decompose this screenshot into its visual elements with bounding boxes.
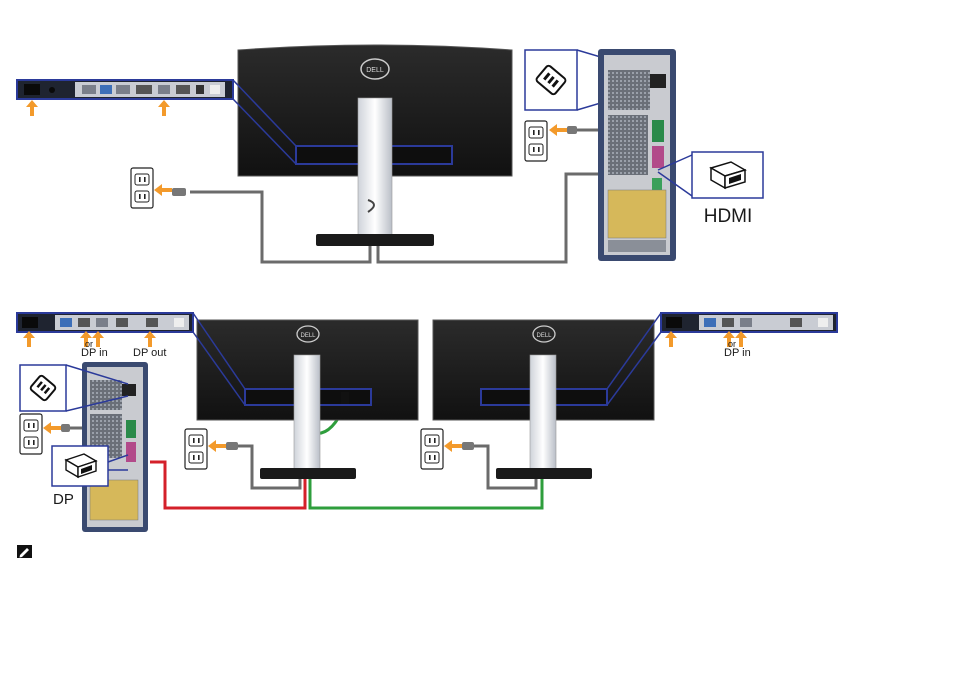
- monitor-2-right: DELL: [433, 313, 661, 479]
- hdmi-callout: HDMI: [692, 152, 763, 227]
- diagram-dual-monitor: or DP in DP out or DP in DELL: [17, 313, 837, 532]
- power-outlet-icon: [20, 414, 42, 454]
- power-outlet-icon: [525, 121, 547, 161]
- arrow-outlet-pc-2: [43, 422, 61, 434]
- monitor-stand: [358, 98, 392, 238]
- hdmi-label: HDMI: [704, 206, 753, 227]
- monitor-1: DELL: [233, 45, 512, 246]
- cable-power-monitor-1: [190, 192, 370, 262]
- dp-in-label-left: DP in: [81, 347, 108, 359]
- arrow-outlet-2b: [444, 440, 462, 452]
- svg-text:DELL: DELL: [300, 333, 316, 339]
- dp-in-label-right: DP in: [724, 347, 751, 359]
- arrow-outlet-pc-1: [549, 124, 567, 136]
- pc-tower-1: [598, 49, 692, 261]
- port-panel-strip-1: [17, 80, 233, 99]
- arrow-outlet-2a: [208, 440, 226, 452]
- cable-power-pc-1: [575, 110, 600, 130]
- arrow-power-port-3: [665, 331, 677, 347]
- power-outlet-icon: [421, 429, 443, 469]
- dp-label: DP: [53, 491, 74, 508]
- dp-out-label: DP out: [133, 347, 166, 359]
- cable-power-monitor-2a: [238, 432, 300, 488]
- arrow-hdmi-port-1: [158, 100, 170, 116]
- monitor-2-left: DELL: [193, 313, 418, 479]
- power-plug: [172, 188, 186, 196]
- port-panel-strip-2-right: [661, 313, 837, 332]
- arrow-dp-in-b: [92, 331, 104, 347]
- arrow-dp-in-d: [735, 331, 747, 347]
- svg-text:DELL: DELL: [366, 67, 384, 74]
- arrow-power-port-1: [26, 100, 38, 116]
- monitor-base: [316, 234, 434, 246]
- svg-text:DELL: DELL: [536, 333, 552, 339]
- diagram-single-monitor: DELL: [17, 45, 763, 262]
- port-panel-strip-2-left: [17, 313, 193, 332]
- note-pencil-icon: [17, 545, 32, 558]
- arrow-power-port-2: [23, 331, 35, 347]
- power-outlet-icon: [185, 429, 207, 469]
- cable-power-monitor-2b: [474, 432, 536, 488]
- power-outlet-icon: [131, 168, 153, 208]
- cable-hdmi-1: [378, 174, 604, 262]
- arrow-outlet-1: [154, 184, 172, 196]
- arrow-dp-out: [144, 331, 156, 347]
